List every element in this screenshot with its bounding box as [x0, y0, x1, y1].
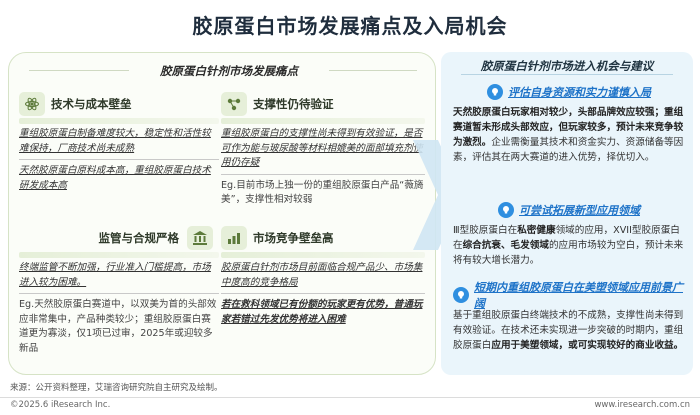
- section-text: Ⅲ型胶原蛋白在: [453, 225, 518, 236]
- site-url: www.iresearch.com.cn: [594, 400, 690, 410]
- section-expand: 可尝试拓展新型应用领域 Ⅲ型胶原蛋白在私密健康领域的应用，XVII型胶原蛋白在综…: [453, 200, 685, 268]
- section-heading: 可尝试拓展新型应用领域: [519, 204, 640, 217]
- block-text: Eg.天然胶原蛋白赛道中，以双美为首的头部效应非常集中，产品种类较少；重组胶原蛋…: [19, 299, 217, 354]
- lightbulb-icon: [498, 202, 514, 218]
- block-text: 胶原蛋白针剂市场目前面临合规产品少、市场集中度高的竞争格局: [221, 262, 423, 288]
- building-icon: [187, 226, 213, 250]
- divider: [329, 70, 417, 71]
- section-text-bold: 应用于美塑领域，或可实现较好的商业收益。: [491, 340, 684, 351]
- block-title: 监管与合规严格: [98, 231, 180, 245]
- block-text: 重组胶原蛋白的支撑性尚未得到有效验证，是否可作为能与玻尿酸等材料相媲美的面部填充…: [221, 128, 423, 168]
- block-support: 支撑性仍待验证 重组胶原蛋白的支撑性尚未得到有效验证，是否可作为能与玻尿酸等材料…: [221, 91, 425, 211]
- footer-divider: [0, 397, 700, 398]
- copyright: ©2025.6 iResearch Inc.: [10, 400, 111, 410]
- page-title: 胶原蛋白市场发展痛点及入局机会: [192, 14, 508, 38]
- section-evaluate: 评估自身资源和实力谨慎入局 天然胶原蛋白玩家相对较少，头部品牌效应较强；重组赛道…: [453, 82, 685, 165]
- section-text: 企业需衡量其技术和资金实力、资源储备等因素，评估其在两大赛道的进入优势，择优切入…: [453, 137, 684, 163]
- divider: [221, 173, 425, 175]
- block-text: Eg.目前市场上独一份的重组胶原蛋白产品“薇旖美”，支撑性相对较弱: [221, 179, 424, 206]
- section-text: 基于重组胶原蛋白终端技术的不成熟，支撑性尚未得到有效验证。在技术还未实现进一步突…: [453, 310, 684, 351]
- block-title: 技术与成本壁垒: [51, 97, 132, 111]
- divider: [461, 74, 673, 75]
- section-heading: 评估自身资源和实力谨慎入局: [508, 86, 651, 99]
- section-text-bold: 私密健康: [517, 225, 556, 236]
- block-title: 支撑性仍待验证: [253, 97, 334, 111]
- pain-points-panel: 胶原蛋白针剂市场发展痛点 技术与成本壁垒 重组胶原蛋白制备难度较大，稳定性和活性…: [8, 52, 436, 375]
- block-competition: 市场竞争壁垒高 胶原蛋白针剂市场目前面临合规产品少、市场集中度高的竞争格局 若在…: [221, 225, 425, 330]
- atom-icon: [19, 92, 45, 116]
- section-text-bold: 天然胶原蛋白玩家相对较少，头部品牌效应较强；重组赛道暂未形成头部效应，但玩家较多…: [453, 107, 684, 148]
- section-heading: 短期内重组胶原蛋白在美塑领域应用前景广阔: [474, 281, 683, 310]
- opportunities-title: 胶原蛋白针剂市场进入机会与建议: [480, 59, 654, 73]
- chart-icon: [221, 226, 247, 250]
- block-title: 市场竞争壁垒高: [253, 231, 334, 245]
- divider: [19, 293, 219, 294]
- pain-points-title: 胶原蛋白针剂市场发展痛点: [160, 64, 298, 78]
- divider: [221, 293, 425, 294]
- block-bar: [221, 252, 425, 258]
- block-text: 重组胶原蛋白制备难度较大，稳定性和活性较难保持，厂商技术尚未成熟: [19, 128, 211, 154]
- divider: [29, 70, 129, 71]
- opportunities-panel: 胶原蛋白针剂市场进入机会与建议 评估自身资源和实力谨慎入局 天然胶原蛋白玩家相对…: [441, 52, 693, 375]
- section-short-term: 短期内重组胶原蛋白在美塑领域应用前景广阔 基于重组胶原蛋白终端技术的不成熟，支撑…: [453, 281, 685, 353]
- block-regulation: 监管与合规严格 终端监管不断加强，行业准入门槛提高，市场进入较为困难。 Eg.天…: [19, 225, 219, 359]
- block-bar: [19, 252, 219, 258]
- block-text: 若在救科领域已有份额的玩家更有优势，普通玩家若错过先发优势将进入困难: [221, 299, 423, 325]
- block-text: 天然胶原蛋白原料成本高，重组胶原蛋白技术研发成本高: [19, 165, 211, 191]
- molecule-icon: [221, 92, 247, 116]
- lightbulb-icon: [453, 287, 469, 303]
- block-bar: [221, 118, 425, 124]
- section-text: 领域的应用，XVII型胶原蛋白在: [453, 225, 680, 251]
- block-bar: [19, 118, 219, 124]
- source-note: 来源：公开资料整理，艾瑞咨询研究院自主研究及绘制。: [10, 383, 223, 393]
- section-text-bold: 综合抗衰、毛发领域: [462, 240, 549, 251]
- block-text: 终端监管不断加强，行业准入门槛提高，市场进入较为困难。: [19, 262, 211, 288]
- divider: [19, 159, 219, 160]
- lightbulb-icon: [487, 84, 503, 100]
- section-text: 的应用市场较为空白，预计未来将有较大增长潜力。: [453, 240, 684, 266]
- block-tech-cost: 技术与成本壁垒 重组胶原蛋白制备难度较大，稳定性和活性较难保持，厂商技术尚未成熟…: [19, 91, 219, 196]
